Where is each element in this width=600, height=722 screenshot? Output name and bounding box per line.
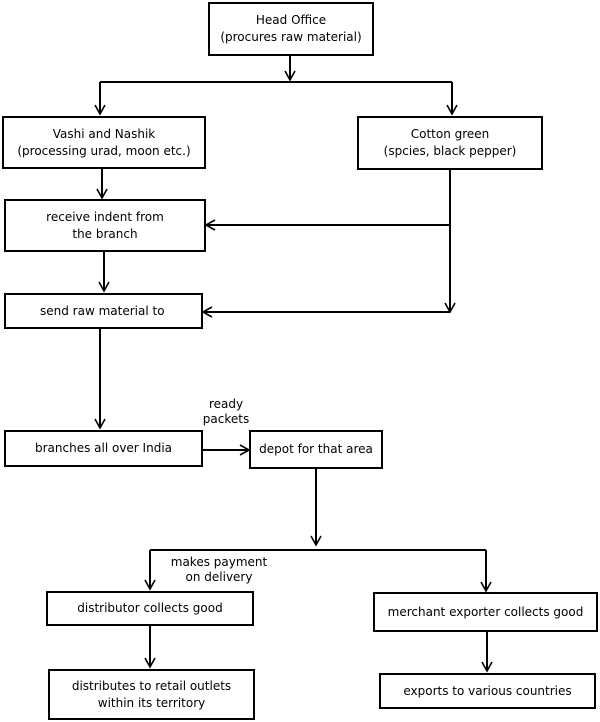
- edge-label-ready-line1: ready: [208, 397, 244, 411]
- node-send-line1: send raw material to: [40, 303, 165, 318]
- edge-label-ready-line2: packets: [202, 412, 250, 426]
- node-vashi-line1: Vashi and Nashik: [52, 126, 156, 141]
- edge-label-ready-packets: ready packets: [196, 397, 256, 427]
- node-head-office-line1: Head Office: [255, 13, 327, 27]
- node-vashi-line2: (processing urad, moon etc.): [17, 143, 191, 158]
- node-depot: depot for that area: [249, 430, 383, 469]
- node-depot-line1: depot for that area: [259, 442, 373, 456]
- node-branches: branches all over India: [4, 430, 203, 467]
- node-cotton-green: Cotton green (spcies, black pepper): [357, 116, 543, 170]
- node-retail: distributes to retail outlets within its…: [48, 669, 255, 720]
- node-branches-line1: branches all over India: [34, 441, 173, 455]
- edge-label-payment-line1: makes payment: [170, 555, 268, 569]
- node-receive-line1: receive indent from: [46, 209, 164, 224]
- node-vashi-nashik: Vashi and Nashik (processing urad, moon …: [2, 116, 206, 169]
- node-head-office: Head Office (procures raw material): [208, 2, 374, 56]
- node-send-raw: send raw material to: [4, 293, 203, 329]
- node-exports-line1: exports to various countries: [403, 683, 572, 698]
- node-receive-line2: the branch: [72, 226, 138, 241]
- node-head-office-line2: (procures raw material): [220, 30, 362, 44]
- edge-label-payment-line2: on delivery: [185, 570, 253, 584]
- node-receive-indent: receive indent from the branch: [4, 199, 206, 252]
- node-exports: exports to various countries: [379, 673, 596, 709]
- node-retail-line1: distributes to retail outlets: [71, 678, 232, 693]
- node-distributor: distributor collects good: [46, 591, 254, 626]
- node-cotton-line1: Cotton green: [410, 127, 490, 141]
- node-retail-line2: within its territory: [97, 695, 206, 710]
- node-distributor-line1: distributor collects good: [77, 601, 223, 615]
- node-merchant-line1: merchant exporter collects good: [387, 604, 584, 619]
- node-merchant: merchant exporter collects good: [373, 592, 598, 632]
- node-cotton-line2: (spcies, black pepper): [383, 144, 517, 158]
- edge-label-makes-payment: makes payment on delivery: [164, 555, 274, 585]
